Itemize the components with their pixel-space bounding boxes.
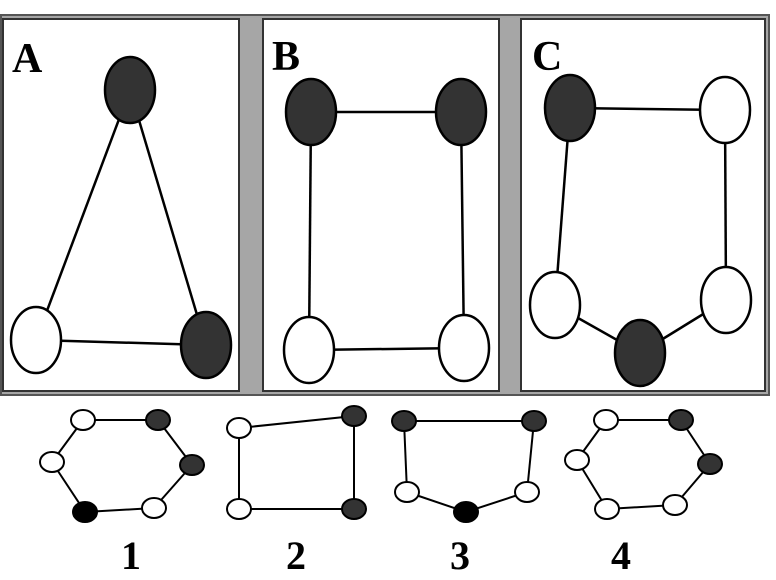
option-4-node-empty	[593, 409, 619, 431]
panel-a-edge	[35, 338, 207, 347]
option-2-label[interactable]: 2	[286, 533, 306, 578]
panel-a-node-empty	[9, 305, 63, 375]
panel-a-label: A	[12, 36, 43, 82]
option-3-label[interactable]: 3	[450, 533, 470, 578]
option-1-node-empty	[141, 497, 167, 519]
panel-c-node-empty	[528, 270, 582, 340]
option-4-node-empty	[662, 494, 688, 516]
panel-b-node-filled	[284, 77, 338, 147]
option-4-label[interactable]: 4	[611, 533, 631, 578]
option-2-node-empty	[226, 417, 252, 439]
option-3-node-black	[453, 501, 479, 523]
option-1-node-black	[72, 501, 98, 523]
option-2-node-filled	[341, 498, 367, 520]
panel-c-node-empty	[698, 75, 752, 145]
option-2-node-filled	[341, 405, 367, 427]
option-3-node-filled	[521, 410, 547, 432]
panel-c-node-filled	[613, 318, 667, 388]
option-3-node-empty	[394, 481, 420, 503]
option-4-node-empty	[564, 449, 590, 471]
option-4-node-filled	[697, 453, 723, 475]
panel-b-edge	[459, 111, 466, 349]
option-4-node-empty	[594, 498, 620, 520]
panel-b-label: B	[272, 34, 301, 80]
panel-a-node-filled	[103, 55, 157, 125]
option-4-node-filled	[668, 409, 694, 431]
panel-a-node-filled	[179, 310, 233, 380]
panel-c-node-empty	[699, 265, 753, 335]
option-2-node-empty	[226, 498, 252, 520]
option-3-node-empty	[514, 481, 540, 503]
panel-b-node-filled	[434, 77, 488, 147]
panel-b-edge	[307, 111, 313, 351]
option-3-edge	[526, 420, 535, 493]
option-1-node-filled	[179, 454, 205, 476]
panel-b-node-empty	[437, 313, 491, 383]
panel-c-node-filled	[543, 73, 597, 143]
option-1-node-filled	[145, 409, 171, 431]
option-1-node-empty	[70, 409, 96, 431]
option-1-node-empty	[39, 451, 65, 473]
panel-c-label: C	[532, 34, 563, 80]
option-3-node-filled	[391, 410, 417, 432]
panel-a-edge	[34, 89, 132, 341]
panel-a-edge	[128, 89, 208, 346]
option-2-edge	[238, 415, 355, 429]
option-3-edge	[403, 420, 408, 493]
option-1-label[interactable]: 1	[121, 533, 141, 578]
panel-b-node-empty	[282, 315, 336, 385]
